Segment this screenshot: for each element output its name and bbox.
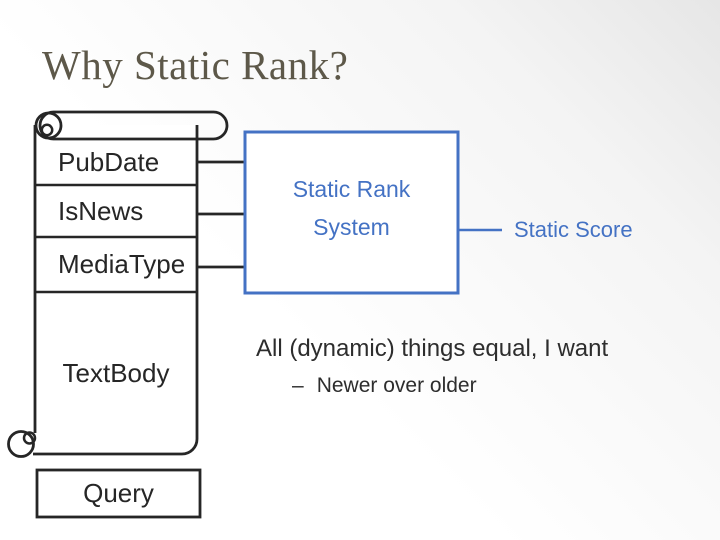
static-rank-system-label: Static Rank System <box>292 175 411 240</box>
scroll-top-roll <box>38 110 229 141</box>
bullet-main-text: All (dynamic) things equal, I want <box>256 335 609 362</box>
scroll-field-isnews: IsNews <box>58 195 144 226</box>
document-scroll-body-fill <box>21 125 197 454</box>
scroll-field-textbody: TextBody <box>62 357 170 388</box>
bullet-sub-dash-marker: – <box>292 374 304 397</box>
static-score-label: Static Score <box>514 217 633 242</box>
static-rank-system-box-outline <box>243 130 460 295</box>
document-scroll-outline <box>33 125 199 456</box>
query-box-label: Query <box>83 478 154 508</box>
query-box-outline <box>35 468 202 519</box>
scroll-field-mediatype: MediaType <box>58 249 186 279</box>
scroll-top-curl-inner <box>40 123 54 137</box>
scroll-bottom-curl <box>7 430 35 458</box>
slide-title: Why Static Rank? <box>42 42 349 88</box>
bullet-sub: – Newer over older <box>292 374 477 398</box>
scroll-field-pubdate: PubDate <box>58 146 160 177</box>
scroll-top-curl <box>34 111 63 140</box>
bullet-sub-text: Newer over older <box>316 374 477 397</box>
scroll-bottom-curl-inner <box>22 431 37 445</box>
